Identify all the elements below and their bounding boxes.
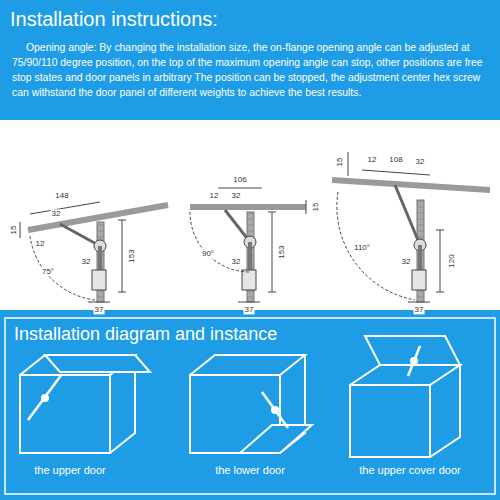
dimension-label: 75°: [41, 267, 55, 276]
dimension-label: 37: [244, 305, 255, 314]
dimension-label: 12: [367, 155, 378, 164]
description-text: Opening angle: By changing the installat…: [12, 40, 490, 100]
dimension-label: 12: [209, 191, 220, 200]
dimension-label: 148: [54, 191, 69, 200]
dimension-label: 32: [81, 257, 92, 266]
dimension-label: 153: [277, 244, 286, 259]
figure-caption: the upper cover door: [359, 464, 461, 477]
figure-caption: the upper door: [34, 464, 106, 477]
hinge-drawing-110: [332, 152, 490, 302]
dimension-label: 153: [127, 248, 136, 263]
dimension-label: 106: [232, 175, 247, 184]
dimension-label: 15: [335, 157, 344, 168]
dimension-label: 32: [415, 157, 426, 166]
dimension-label: 37: [94, 305, 105, 314]
dimension-label: 32: [231, 191, 242, 200]
section-frame: [5, 318, 495, 494]
dimension-label: 32: [51, 209, 62, 218]
hinge-drawing-75: [20, 202, 168, 302]
dimension-label: 12: [35, 239, 46, 248]
dimension-label: 32: [401, 257, 412, 266]
dimension-label: 110°: [353, 243, 371, 252]
upper-cover-door-box: [350, 336, 460, 457]
section-heading: Installation diagram and instance: [14, 324, 277, 345]
upper-door-box: [20, 355, 150, 453]
dimension-label: 15: [311, 202, 320, 213]
figure-caption: the lower door: [215, 464, 285, 477]
dimension-label: 37: [414, 305, 425, 314]
hinge-drawing-90: [190, 188, 306, 302]
dimension-label: 120: [447, 253, 456, 268]
lower-door-box: [190, 355, 312, 453]
page-title: Installation instructions:: [10, 8, 218, 31]
dimension-label: 32: [231, 257, 242, 266]
dimension-label: 90°: [201, 249, 215, 258]
dimension-label: 108: [388, 155, 403, 164]
dimension-label: 15: [9, 225, 18, 236]
drawing-panel: [0, 120, 500, 310]
